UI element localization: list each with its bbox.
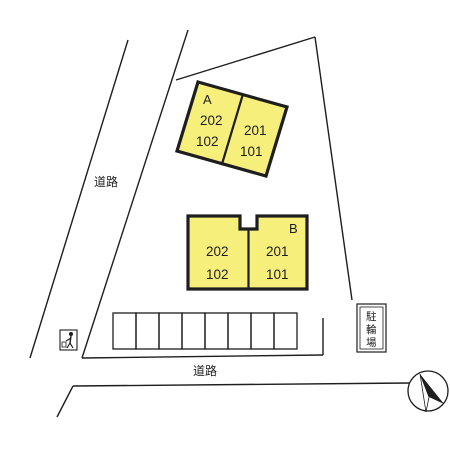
bicycle-parking-label-2: 輪: [366, 323, 377, 336]
bottom-road-label: 道路: [193, 363, 217, 378]
lot-boundary-bottom: [81, 354, 324, 359]
building-b-unit-202: 202: [206, 244, 229, 259]
bottom-road-edge: [72, 382, 411, 387]
parking-slot: [204, 312, 229, 350]
parking-area: [112, 312, 298, 350]
bicycle-parking-box: [356, 303, 387, 353]
building-a-divider: [220, 93, 245, 165]
lot-boundary-top: [175, 36, 316, 81]
parking-slot: [135, 312, 160, 350]
building-a-unit-201: 201: [244, 123, 267, 138]
parking-slot: [250, 312, 275, 350]
building-a: A 202 102 201 101: [174, 80, 290, 178]
parking-slot: [158, 312, 183, 350]
building-b-unit-101: 101: [266, 267, 289, 282]
building-b-unit-102: 102: [206, 267, 229, 282]
left-road-edge-inner: [81, 29, 189, 359]
bottom-road-edge-left: [56, 385, 74, 418]
bicycle-parking-label-3: 場: [366, 336, 377, 349]
parking-slot: [273, 312, 298, 350]
left-road-label: 道路: [94, 174, 118, 189]
bicycle-parking: 駐 輪 場: [356, 303, 387, 353]
building-b-unit-201: 201: [266, 244, 289, 259]
building-a-unit-202: 202: [200, 113, 223, 128]
left-road-edge-outer: [29, 39, 129, 359]
north-arrow-icon: [407, 370, 449, 413]
building-b-name: B: [289, 221, 298, 236]
bicycle-parking-label-1: 駐: [366, 310, 377, 323]
building-a-unit-101: 101: [240, 144, 263, 159]
bicycle-parking-box-inner: [359, 306, 384, 350]
building-a-unit-102: 102: [196, 134, 219, 149]
building-a-name: A: [203, 92, 212, 107]
garbage-collection-icon: [59, 329, 78, 351]
lot-boundary-right: [314, 36, 353, 301]
parking-slot: [181, 312, 206, 350]
parking-slot: [227, 312, 252, 350]
building-b: B 202 102 201 101: [186, 214, 309, 291]
parking-slot: [112, 312, 137, 350]
